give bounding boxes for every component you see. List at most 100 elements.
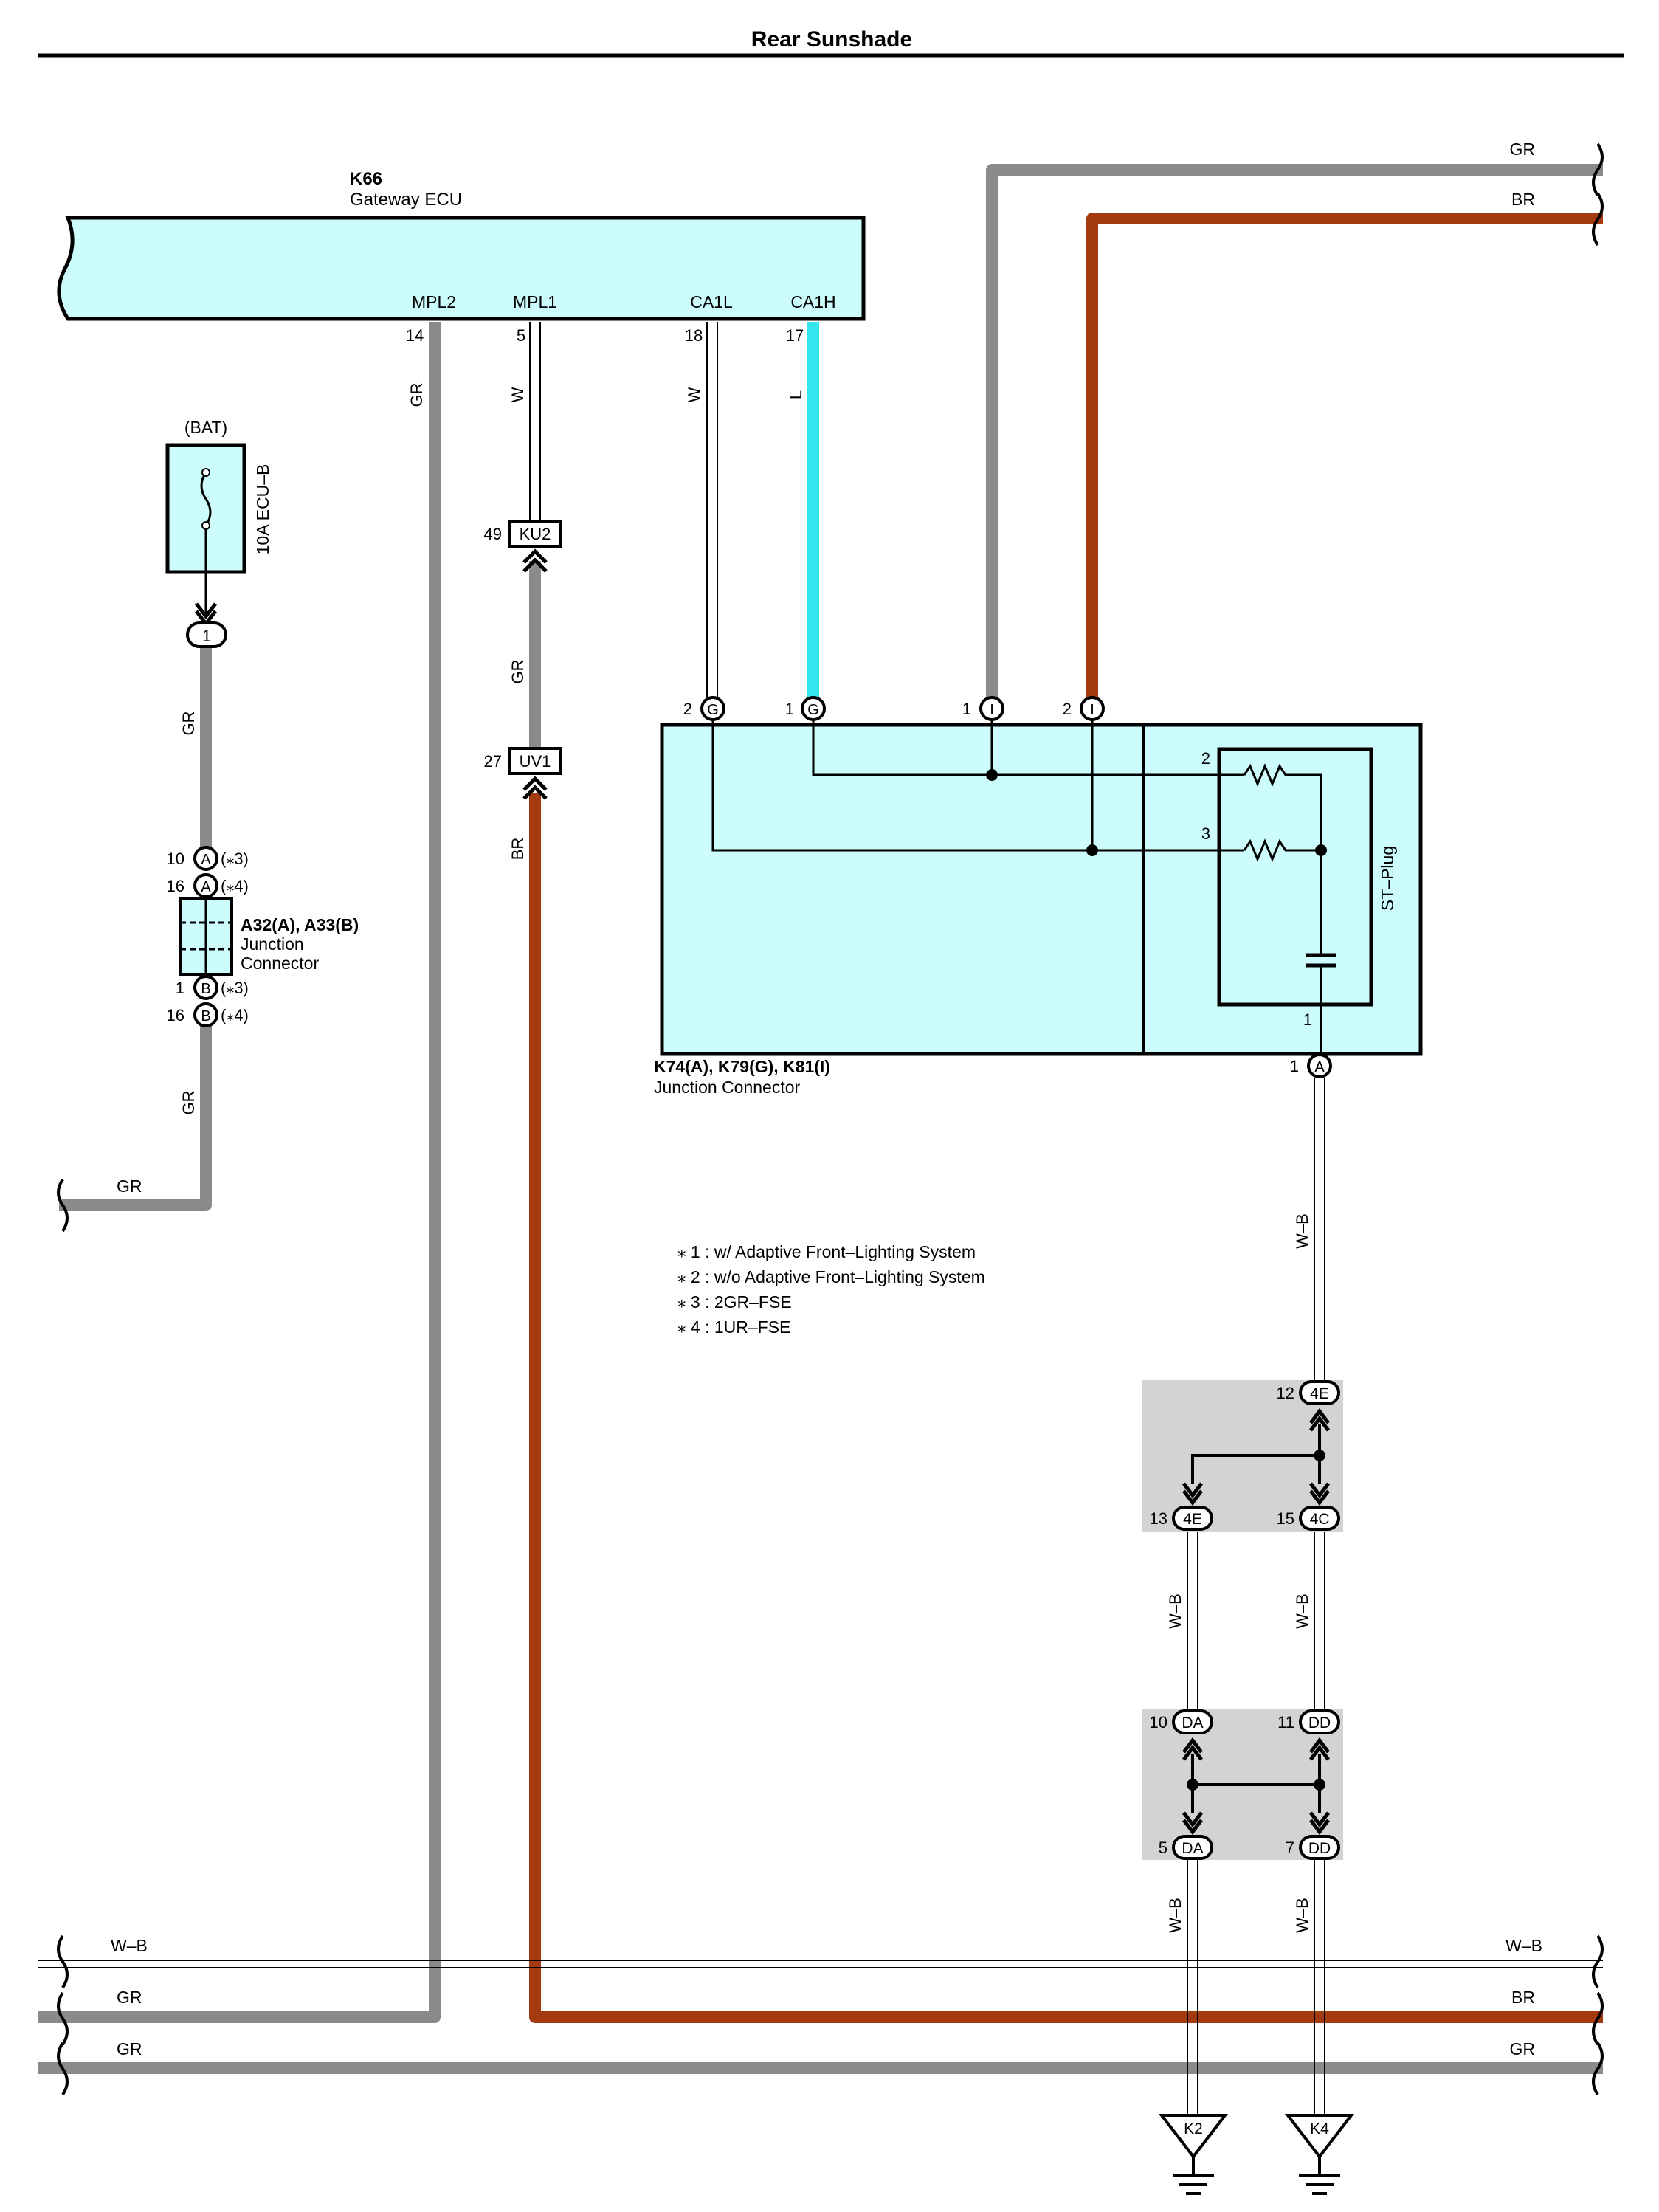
wire-br-uv1: [529, 793, 1603, 2023]
wire-gr-mpl2: [38, 322, 441, 2023]
label-wb-ka: W–B: [1293, 1213, 1311, 1249]
label-gr-exit: GR: [117, 1176, 142, 1196]
fuse-ecu-b: (BAT) 10A ECU–B 1: [165, 418, 272, 648]
jck-bottom-letter: A: [1314, 1059, 1325, 1075]
stplug-label: ST–Plug: [1378, 846, 1397, 911]
wire-breaks: [57, 142, 1604, 2096]
uv1-label: UV1: [520, 752, 551, 771]
jck-top1-num: 2: [683, 700, 692, 718]
jca-pin4-num: 16: [167, 1006, 184, 1024]
jca-pin1-num: 10: [167, 850, 184, 868]
conn-4c-15-label: 4C: [1310, 1511, 1330, 1528]
inner-pin-1: 1: [1303, 1010, 1312, 1029]
jck-top4-num: 2: [1063, 700, 1072, 718]
conn-4e-12-label: 4E: [1310, 1385, 1329, 1402]
fuse-source: (BAT): [184, 418, 227, 437]
fuse-pin: 1: [202, 627, 211, 645]
jck-top1-letter: G: [707, 702, 719, 718]
label-gr-lower: GR: [179, 1091, 198, 1115]
diagram-title: Rear Sunshade: [751, 27, 912, 52]
conn-da-10-num: 10: [1150, 1713, 1167, 1732]
conn-da-5-label: DA: [1182, 1840, 1203, 1857]
bus-label-right-1: W–B: [1505, 1936, 1542, 1955]
ku2-num: 49: [484, 525, 502, 543]
gateway-ecu: K66 Gateway ECU MPL2 MPL1 CA1L CA1H 14 5…: [57, 169, 866, 345]
label-gr-mpl2: GR: [407, 383, 426, 407]
gateway-name: Gateway ECU: [350, 190, 462, 210]
jca-pin3-letter: B: [201, 981, 210, 997]
jca-line2: Connector: [241, 954, 319, 973]
label-gr-right-top: GR: [1510, 139, 1536, 159]
wire-gr-top-right: [986, 164, 1603, 706]
notes: ⁎ 1 : w/ Adaptive Front–Lighting System …: [677, 1242, 985, 1337]
fuse-label: 10A ECU–B: [253, 464, 272, 555]
ku2-label: KU2: [520, 525, 551, 543]
bus-label-right-3: GR: [1510, 2039, 1536, 2058]
junction-a32-a33: A 10 (⁎3) A 16 (⁎4) A32(A), A33(B) Junct…: [117, 846, 359, 1196]
jca-pin2-note: (⁎4): [221, 877, 249, 895]
pin-name-mpl2: MPL2: [412, 292, 456, 311]
conn-4e-12-num: 12: [1277, 1384, 1294, 1402]
jca-pin3-num: 1: [176, 979, 184, 997]
conn-dd-7-num: 7: [1286, 1839, 1294, 1857]
jca-title: A32(A), A33(B): [241, 915, 359, 934]
bus-labels: W–B GR GR W–B BR GR: [111, 1936, 1542, 2058]
conn-dd-7-label: DD: [1308, 1840, 1331, 1857]
gateway-code: K66: [350, 169, 382, 189]
conn-4c-15-num: 15: [1277, 1509, 1294, 1528]
pin-name-mpl1: MPL1: [513, 292, 557, 311]
pin-name-ca1l: CA1L: [690, 292, 733, 311]
uv1-num: 27: [484, 752, 502, 771]
bus-label-left-1: W–B: [111, 1936, 148, 1955]
jca-pin2-letter: A: [201, 879, 211, 895]
jca-pin1-note: (⁎3): [221, 850, 249, 868]
inner-pin-2: 2: [1201, 749, 1210, 768]
ground-k2-label: K2: [1184, 2120, 1203, 2137]
jck-title: K74(A), K79(G), K81(I): [654, 1057, 830, 1076]
ground-k2: K2: [1158, 2114, 1229, 2195]
label-wb-4c: W–B: [1293, 1593, 1311, 1629]
bus-label-right-2: BR: [1511, 1988, 1535, 2007]
jck-bottom-num: 1: [1290, 1057, 1299, 1075]
jca-pin2-num: 16: [167, 877, 184, 895]
jca-pin4-note: (⁎4): [221, 1006, 249, 1024]
pin-num-17: 17: [786, 326, 804, 345]
jck-top3-num: 1: [962, 700, 971, 718]
label-br-uv1: BR: [508, 838, 527, 861]
pin-num-18: 18: [685, 326, 703, 345]
white-wires: [38, 322, 1603, 2118]
connector-block-da-dd: DA 10 DD 11 DA 5 DD 7: [1142, 1709, 1343, 1860]
conn-dd-11-label: DD: [1308, 1715, 1331, 1732]
jck-top4-letter: I: [1090, 702, 1094, 718]
ground-k4-label: K4: [1310, 2120, 1329, 2137]
jck-top2-letter: G: [807, 702, 819, 718]
bus-label-left-3: GR: [117, 2039, 142, 2058]
conn-da-10-label: DA: [1182, 1715, 1203, 1732]
connector-ku2: KU2 49: [484, 520, 562, 573]
label-w-mpl1: W: [508, 387, 527, 402]
conn-dd-11-num: 11: [1277, 1713, 1294, 1732]
label-gr-fuse: GR: [179, 712, 198, 736]
conn-4e-13-num: 13: [1150, 1509, 1167, 1528]
label-br-right-top: BR: [1511, 190, 1535, 209]
label-l-ca1h: L: [787, 390, 805, 399]
label-w-ca1l: W: [685, 387, 703, 402]
wire-br-top-right: [1086, 213, 1603, 706]
jck-line1: Junction Connector: [654, 1078, 801, 1097]
junction-k74-k79-k81: ST–Plug 2 3 1 G 2 G 1 I 1 I 2 A 1 K74(A)…: [654, 696, 1423, 1097]
conn-da-5-num: 5: [1159, 1839, 1167, 1857]
label-wb-da: W–B: [1166, 1898, 1184, 1933]
wire-set: [38, 164, 1603, 2074]
inner-pin-3: 3: [1201, 824, 1210, 843]
jca-pin3-note: (⁎3): [221, 979, 249, 997]
pin-num-14: 14: [406, 326, 424, 345]
connector-uv1: UV1 27: [484, 747, 562, 800]
label-wb-dd: W–B: [1293, 1898, 1311, 1933]
note-3: ⁎ 3 : 2GR–FSE: [677, 1292, 792, 1312]
note-1: ⁎ 1 : w/ Adaptive Front–Lighting System: [677, 1242, 976, 1261]
label-gr-ku2: GR: [508, 660, 527, 684]
connector-block-4e-4c: 4E 12 4E 13 4C 15: [1142, 1380, 1343, 1532]
bus-label-left-2: GR: [117, 1988, 142, 2007]
conn-4e-13-label: 4E: [1183, 1511, 1202, 1528]
